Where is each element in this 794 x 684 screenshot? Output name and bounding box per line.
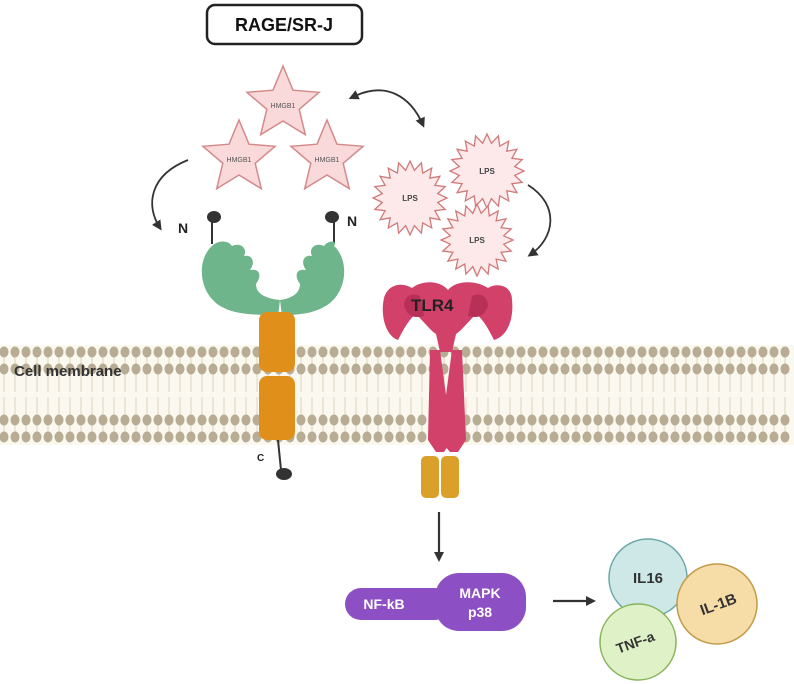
tlr4-ectodomain-shade — [404, 294, 488, 317]
title-box: RAGE/SR-J — [205, 3, 364, 46]
rage-n-terminal-left — [207, 211, 221, 244]
hmgb1-label: HMGB1 — [271, 103, 296, 110]
hmgb1-cluster: HMGB1 HMGB1 HMGB1 — [201, 64, 365, 191]
hmgb1-star-right: HMGB1 — [289, 118, 365, 191]
tlr4-receptor: TLR4 — [382, 282, 513, 498]
rage-c-label: C — [257, 453, 264, 464]
rage-ectodomain-right — [280, 241, 345, 316]
il16-label: IL16 — [633, 570, 663, 587]
tlr4-label: TLR4 — [411, 296, 454, 315]
tnfa-bubble — [599, 603, 677, 681]
arrow-hmgb1-to-rage — [151, 159, 189, 231]
kinase-complex: NF-kB MAPK p38 — [345, 573, 526, 631]
tlr4-ectodomain — [382, 282, 513, 352]
rage-n-label-right: N — [347, 213, 357, 229]
membrane-label: Cell membrane — [14, 363, 122, 380]
tlr4-tir-domain-left — [421, 456, 439, 498]
rage-receptor: N N C — [178, 211, 357, 480]
lps-label: LPS — [479, 167, 495, 176]
cytokine-cluster: IL16 IL-1B TNF-a — [599, 538, 758, 681]
mapk-label: MAPK — [459, 585, 500, 601]
lps-burst-bottom: LPS — [439, 202, 515, 278]
rage-ectodomain-left — [201, 241, 280, 316]
hmgb1-label: HMGB1 — [315, 157, 340, 164]
lps-cluster: LPS LPS LPS — [371, 132, 526, 278]
tlr4-transmembrane — [428, 350, 466, 452]
tlr4-tir-domain-right — [441, 456, 459, 498]
il1b-bubble — [676, 563, 758, 645]
rage-stalk-upper — [259, 312, 295, 372]
lps-label: LPS — [469, 236, 485, 245]
arrow-lps-to-tlr4 — [527, 184, 552, 257]
diagram-title: RAGE/SR-J — [235, 15, 333, 35]
rage-stalk-lower — [259, 376, 295, 440]
rage-n-label-left: N — [178, 220, 188, 236]
lps-burst-top: LPS — [448, 132, 526, 210]
hmgb1-label: HMGB1 — [227, 157, 252, 164]
lipid-heads — [0, 346, 790, 443]
hmgb1-star-top: HMGB1 — [245, 64, 321, 137]
arrow-hmgb1-lps-exchange — [348, 89, 425, 128]
rage-n-terminal-right — [325, 211, 339, 244]
mapk-p38-node — [435, 573, 526, 631]
nfkb-label: NF-kB — [363, 596, 404, 612]
lps-label: LPS — [402, 194, 418, 203]
cell-membrane — [0, 345, 794, 445]
rage-c-terminal — [276, 468, 292, 480]
hmgb1-star-left: HMGB1 — [201, 118, 277, 191]
nfkb-node — [345, 588, 451, 620]
lps-burst-left: LPS — [371, 159, 449, 237]
p38-label: p38 — [468, 604, 492, 620]
